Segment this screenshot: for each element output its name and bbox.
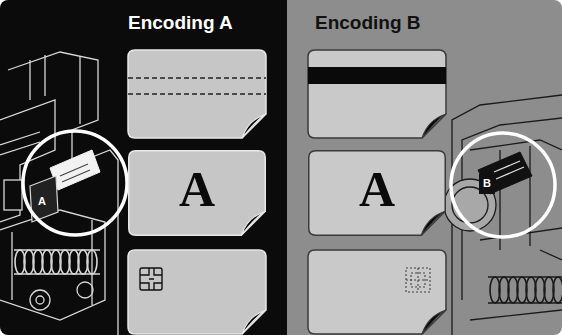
card-fold — [422, 114, 446, 138]
panel-ground — [0, 0, 287, 335]
encoding-panel: Encoding A A — [0, 0, 287, 335]
printer-illustration — [444, 95, 562, 335]
card-fold — [422, 310, 446, 334]
card-outline — [308, 50, 446, 138]
column-heading: Encoding A — [128, 12, 233, 34]
panel-ground — [287, 0, 562, 335]
card-fold — [241, 211, 265, 235]
ribbon-letter: B — [483, 178, 491, 189]
ribbon-letter: A — [38, 196, 46, 207]
highlight-circle — [23, 131, 127, 235]
mag-stripe — [128, 78, 266, 94]
mag-stripe — [308, 67, 446, 84]
tag-print — [60, 164, 90, 182]
card: A — [308, 150, 446, 236]
tag-print — [494, 161, 524, 179]
ribbon-tag — [50, 150, 100, 190]
card-outline — [308, 250, 446, 334]
ribbon-tag — [478, 152, 532, 194]
card: A — [128, 150, 266, 236]
label-patch — [479, 174, 495, 194]
card-outline — [309, 151, 446, 236]
card-outline — [129, 151, 266, 236]
card-outline — [128, 50, 266, 138]
contactless-symbol — [406, 268, 430, 292]
card-letter: A — [308, 150, 446, 214]
highlight-circle — [451, 133, 555, 237]
column-heading: Encoding B — [315, 12, 421, 34]
card-fold — [242, 310, 266, 334]
card-fold — [421, 211, 445, 235]
card-fold — [242, 114, 266, 138]
card-outline — [128, 250, 266, 334]
chip-symbol — [140, 268, 162, 290]
printer-illustration — [0, 52, 118, 335]
card-letter: A — [128, 150, 266, 214]
encoding-panel: Encoding B A — [287, 0, 562, 335]
